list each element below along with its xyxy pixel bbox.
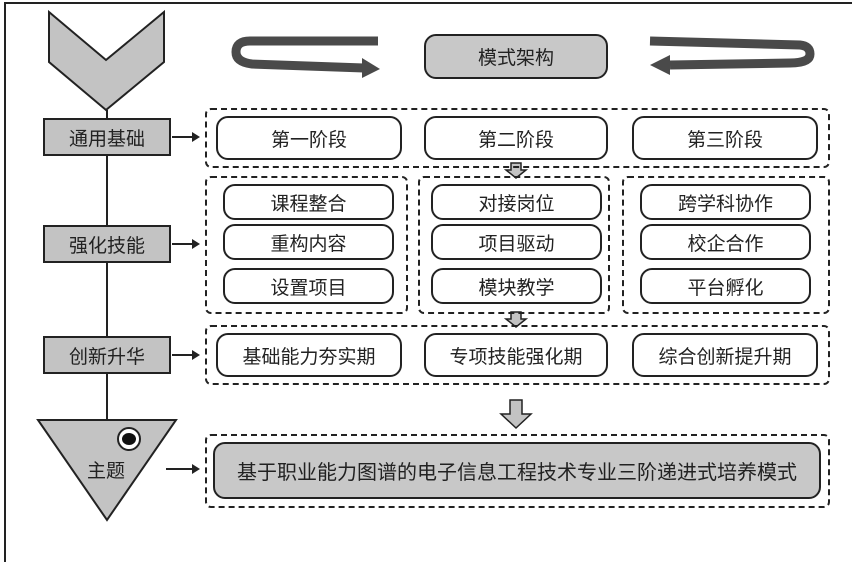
skill-item: 项目驱动 — [431, 224, 602, 260]
skill-item: 设置项目 — [223, 268, 394, 304]
title-box: 模式架构 — [424, 34, 608, 79]
skill-item: 对接岗位 — [431, 184, 602, 220]
side-label-foundation: 通用基础 — [43, 118, 171, 156]
period-2: 专项技能强化期 — [424, 333, 608, 377]
theme-label: 主题 — [87, 460, 126, 482]
skill-item: 课程整合 — [223, 184, 394, 220]
result-container — [205, 434, 830, 508]
result-box: 基于职业能力图谱的电子信息工程技术专业三阶递进式培养模式 — [213, 442, 821, 499]
chevron-down-icon — [48, 9, 165, 112]
period-3: 综合创新提升期 — [632, 333, 818, 377]
loop-right-arrow-icon — [231, 36, 378, 73]
skill-group-2 — [418, 176, 610, 314]
skill-item: 平台孵化 — [640, 268, 811, 304]
skill-item: 模块教学 — [431, 268, 602, 304]
diagram-graphics — [36, 9, 815, 522]
periods-container — [205, 325, 830, 385]
outer-frame — [4, 2, 852, 562]
skill-item: 校企合作 — [640, 224, 811, 260]
stage-1: 第一阶段 — [216, 116, 402, 160]
skill-group-1 — [205, 176, 408, 314]
skill-item: 重构内容 — [223, 224, 394, 260]
side-arrows — [166, 132, 200, 474]
loop-left-arrow-icon — [649, 36, 815, 70]
stage-2: 第二阶段 — [424, 116, 608, 160]
period-1: 基础能力夯实期 — [216, 333, 402, 377]
skill-item: 跨学科协作 — [640, 184, 811, 220]
stages-container — [205, 108, 830, 168]
skill-group-3 — [622, 176, 830, 314]
side-label-innovation: 创新升华 — [43, 336, 171, 374]
side-label-skills: 强化技能 — [43, 225, 171, 263]
stage-3: 第三阶段 — [632, 116, 818, 160]
theme-triangle — [36, 419, 178, 522]
